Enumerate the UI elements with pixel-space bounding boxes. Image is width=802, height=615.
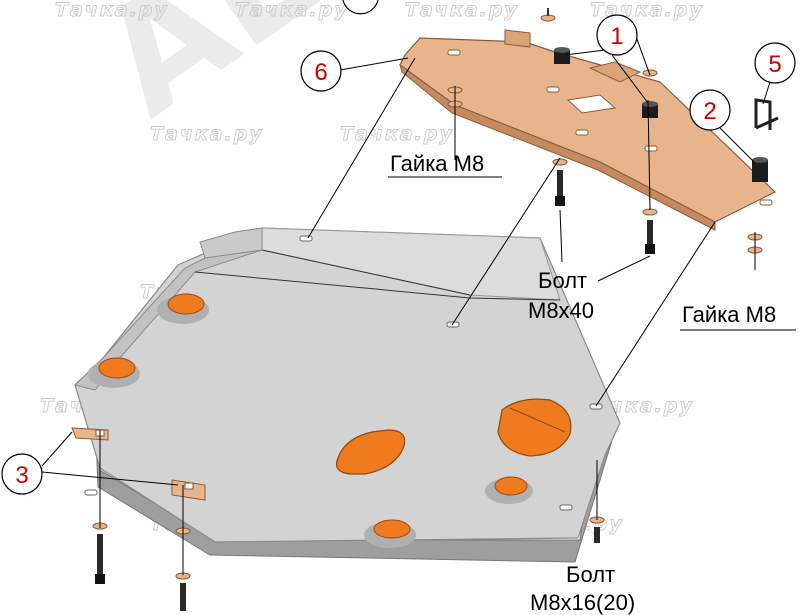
nut-label: Гайка М8 [390,151,484,176]
site-watermark: Тачка.ру [235,0,349,21]
bolt-long [642,208,658,254]
drain-plug [364,519,416,548]
mount-slot [446,321,460,328]
mount-slot [575,129,589,136]
bolt-long [92,522,108,584]
callout-6: 6 [300,50,409,92]
crossmember-tab [504,29,531,48]
drain-plug [485,476,533,504]
site-watermark: Тачка.ру [150,123,264,145]
callout-number: 6 [314,59,327,86]
mount-slot [447,49,461,56]
site-watermark: Тачка.ру [340,123,454,145]
mounting-bracket [71,427,109,441]
engine-guard-plate [74,227,621,563]
site-watermark: Тачка.ру [55,0,169,21]
mounting-bracket [171,479,206,501]
spacer-sleeve [642,101,658,118]
mount-slot [589,403,603,410]
hex-key-tool [754,98,779,130]
washer [642,69,658,77]
round-service-hatch [497,398,572,457]
spacer-sleeve [554,47,570,64]
mount-slot [559,504,573,511]
nut-label: Гайка М8 [682,302,776,327]
mount-slot [759,199,773,206]
callout-partial [342,0,379,15]
plate-fold-line [261,249,471,296]
drain-plug [157,293,209,324]
bolt-label: М8х40 [528,298,594,323]
spacer-sleeve-long [752,157,768,182]
oval-service-hatch [335,429,406,475]
mount-slot [84,489,98,496]
crossmember-bar [399,29,777,231]
bolt-short [175,572,191,611]
callout-1: 1 [564,14,651,104]
callout-number: 2 [703,98,716,125]
drain-plug [88,357,140,388]
bolt-label: Болт [566,562,615,587]
plate-top-face [74,227,621,543]
label-bolt-long: Болт М8х40 [528,209,651,323]
label-nut-right: Гайка М8 [680,302,796,331]
bolt-label: М8х16(20) [530,590,635,615]
label-bolt-short: Болт М8х16(20) [530,562,635,615]
crossmember-edge [399,63,716,231]
callout-number: 5 [768,51,781,78]
callout-number: 3 [15,462,28,489]
assembly-lines [99,57,756,575]
label-nut-left: Гайка М8 [388,151,502,178]
crossmember-tab [588,61,642,83]
plate-flange-tab [199,227,263,259]
mount-slot [546,86,560,93]
callout-3: 3 [1,431,179,495]
site-watermark: Тачка.ру [405,0,519,21]
mount-slot [299,235,313,242]
callout-number: 1 [610,23,623,50]
bolt-label: Болт [538,268,587,293]
mount-slot [644,145,658,152]
crossmember-cutout [566,94,617,114]
callout-5: 5 [754,42,796,105]
callout-2: 2 [689,89,756,164]
